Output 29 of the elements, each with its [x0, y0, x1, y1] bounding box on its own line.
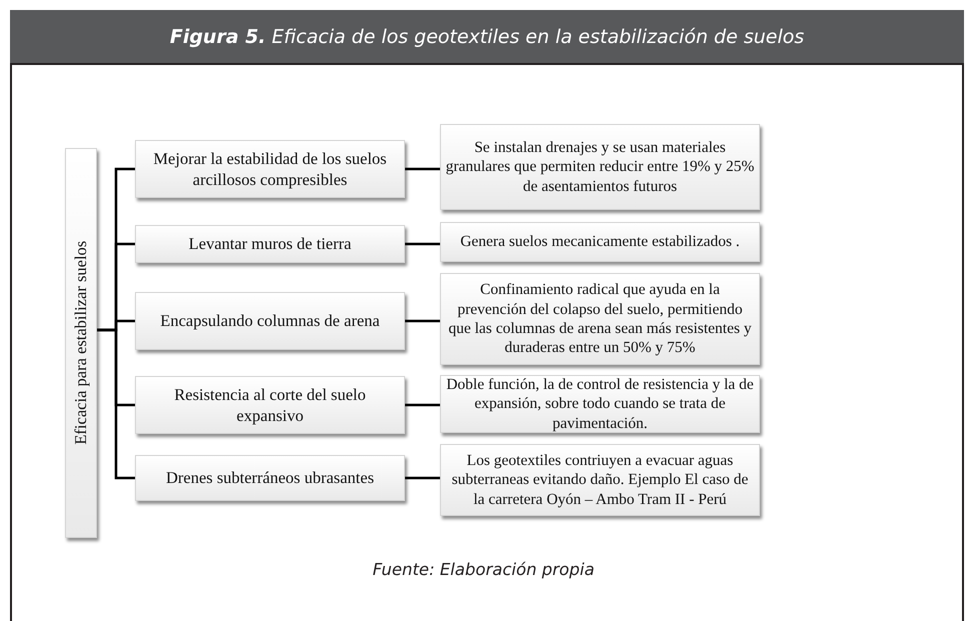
effect-box	[440, 444, 760, 516]
method-box	[135, 225, 405, 263]
effect-box	[440, 273, 760, 365]
effect-box	[440, 124, 760, 210]
box-text: Eficacia para estabilizar suelos	[70, 241, 92, 445]
method-box	[135, 292, 405, 350]
method-box	[135, 140, 405, 198]
connector-line	[97, 328, 135, 480]
box-text: Doble función, la de control de resistencia y la de expansión, sobre todo cuando se trata de pavimentación.	[445, 374, 755, 434]
connector-line	[405, 476, 440, 480]
box-text: Se instalan drenajes y se usan materiales granulares que permiten reducir entre 19% y 25% de asentamientos futuros	[445, 138, 755, 196]
figure-title: Figura 5. Eficacia de los geotextiles en la estabilización de suelos	[170, 26, 804, 48]
connector-line	[405, 320, 440, 322]
connector-line	[405, 404, 440, 406]
box-text: Confinamiento radical que ayuda en la prevención del colapso del suelo, permitiendo que las columnas de arena sean más resistentes y duraderas entre un 50% y 75%	[447, 280, 752, 358]
effect-box	[440, 222, 760, 262]
box-text: Los geotextiles contriuyen a evacuar aguas subterraneas evitando daño. Ejemplo El caso de la carretera Oyón – Ambo Tram II - Perú	[450, 450, 750, 510]
method-box	[135, 455, 405, 501]
connector-line	[405, 242, 440, 246]
box-text: Drenes subterráneos ubrasantes	[166, 467, 374, 489]
figure-caption: Fuente: Elaboración propia	[372, 560, 594, 579]
category-box	[65, 148, 97, 538]
box-text: Mejorar la estabilidad de los suelos arcillosos compresibles	[152, 148, 388, 190]
method-box	[135, 376, 405, 434]
box-text: Levantar muros de tierra	[188, 233, 352, 255]
box-text: Resistencia al corte del suelo expansivo	[173, 384, 367, 426]
connector-line	[405, 168, 440, 170]
box-text: Genera suelos mecanicamente estabilizados .	[460, 232, 740, 252]
box-text: Encapsulando columnas de arena	[160, 310, 380, 332]
